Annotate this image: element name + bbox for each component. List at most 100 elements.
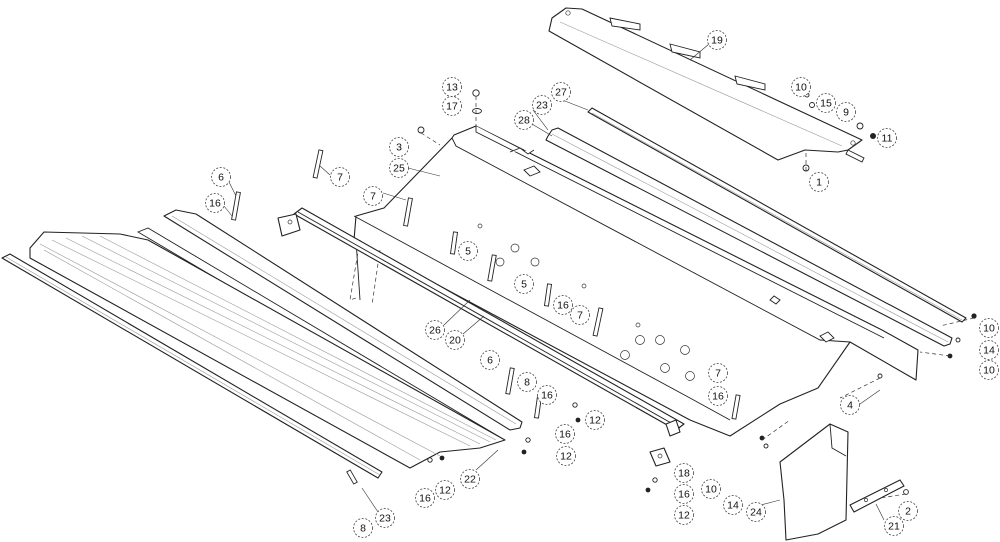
callout-circle (809, 172, 829, 192)
callout-circle (205, 193, 225, 213)
angle-strip-28 (545, 127, 953, 347)
callout-label: 22 (464, 474, 476, 486)
callout-label: 20 (449, 335, 461, 347)
callout-label: 16 (559, 429, 571, 441)
callout-c10b: 10 (979, 318, 999, 338)
callout-label: 16 (678, 489, 690, 501)
callout-c7c: 7 (570, 305, 590, 325)
callout-c10a: 10 (791, 77, 811, 97)
callout-label: 13 (446, 82, 458, 94)
callout-label: 1 (816, 177, 822, 189)
callout-c28: 28 (514, 110, 534, 130)
callout-label: 10 (983, 365, 995, 377)
callout-circle (445, 330, 465, 350)
chute-panel-22 (29, 231, 506, 469)
clamp-bar-21 (849, 479, 905, 513)
callout-circle (389, 137, 409, 157)
callout-label: 25 (393, 163, 405, 175)
bolts (231, 149, 741, 485)
callout-circle (674, 484, 694, 504)
callout-c24: 24 (746, 502, 766, 522)
callout-circle (517, 372, 537, 392)
callout-c25: 25 (389, 158, 409, 178)
callout-label: 14 (983, 345, 995, 357)
callout-c10d: 10 (701, 479, 721, 499)
callout-circle (884, 516, 904, 536)
callout-label: 5 (521, 279, 527, 291)
callout-label: 8 (360, 523, 366, 535)
callout-label: 23 (536, 100, 548, 112)
callout-label: 11 (882, 133, 893, 145)
callout-c5a: 5 (458, 241, 478, 261)
assembly-lines (420, 96, 975, 499)
callout-label: 5 (465, 246, 471, 258)
callout-circle (840, 395, 860, 415)
callout-leaders (223, 43, 885, 521)
callout-c10c: 10 (979, 360, 999, 380)
callout-label: 28 (518, 115, 530, 127)
callout-label: 16 (712, 391, 724, 403)
callout-c15: 15 (816, 93, 836, 113)
callout-c14a: 14 (979, 340, 999, 360)
callout-c16d: 16 (708, 386, 728, 406)
callout-circle (532, 95, 552, 115)
callout-circle (979, 340, 999, 360)
callout-label: 24 (750, 507, 762, 519)
callout-c16a: 16 (205, 193, 225, 213)
angle-strip-27 (587, 107, 967, 323)
callout-layer: 1910159111131727232832576716551672620101… (205, 30, 999, 538)
callout-label: 10 (795, 82, 807, 94)
callout-circle (708, 386, 728, 406)
callout-label: 12 (589, 415, 601, 427)
callout-c4: 4 (840, 395, 860, 415)
callout-label: 18 (678, 468, 690, 480)
hinge-bracket-18 (649, 447, 671, 467)
callout-circle (435, 480, 455, 500)
callout-label: 19 (711, 35, 723, 47)
callout-c26: 26 (425, 320, 445, 340)
callout-circle (555, 424, 575, 444)
callout-c5b: 5 (514, 274, 534, 294)
callout-circle (570, 305, 590, 325)
callout-c12a: 12 (585, 410, 605, 430)
callout-label: 27 (555, 87, 567, 99)
callout-circle (553, 295, 573, 315)
callout-circle (836, 102, 856, 122)
callout-circle (708, 363, 728, 383)
flat-strip-23 (1, 253, 383, 479)
callout-label: 10 (705, 484, 717, 496)
callout-circle (514, 274, 534, 294)
callout-label: 9 (843, 107, 849, 119)
hinge-bracket-left (277, 213, 301, 237)
callout-circle (674, 463, 694, 483)
callout-label: 8 (524, 377, 530, 389)
callout-c23b: 23 (375, 508, 395, 528)
callout-label: 21 (888, 521, 900, 533)
callout-c1: 1 (809, 172, 829, 192)
callout-c6b: 6 (480, 350, 500, 370)
callout-c18: 18 (674, 463, 694, 483)
callout-label: 17 (446, 101, 458, 113)
callout-c14b: 14 (723, 495, 743, 515)
callout-circle (979, 318, 999, 338)
callout-label: 7 (370, 191, 376, 203)
callout-c17: 17 (442, 96, 462, 116)
callout-c9: 9 (836, 102, 856, 122)
callout-label: 4 (847, 400, 853, 412)
callout-circle (211, 167, 231, 187)
callout-label: 26 (429, 325, 441, 337)
callout-circle (460, 469, 480, 489)
callout-c27: 27 (551, 82, 571, 102)
callout-circle (816, 93, 836, 113)
callout-c12d: 12 (674, 505, 694, 525)
callout-c7a: 7 (330, 167, 350, 187)
callout-label: 16 (419, 493, 431, 505)
callout-c8b: 8 (353, 518, 373, 538)
callout-c13: 13 (442, 77, 462, 97)
callout-circle (363, 186, 383, 206)
callout-c16g: 16 (415, 488, 435, 508)
callout-c3: 3 (389, 137, 409, 157)
callout-c16f: 16 (674, 484, 694, 504)
callout-circle (701, 479, 721, 499)
